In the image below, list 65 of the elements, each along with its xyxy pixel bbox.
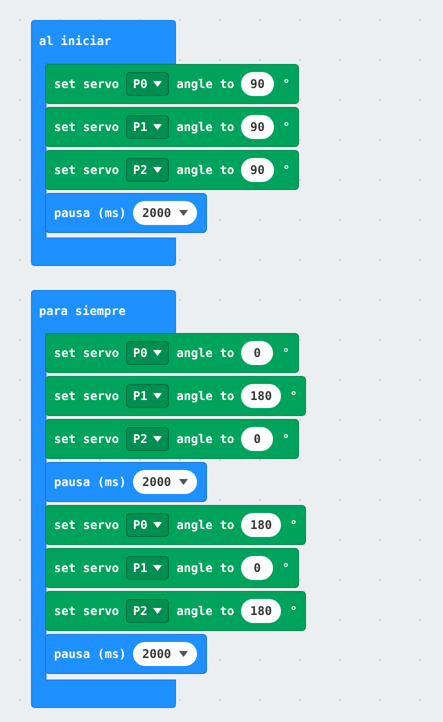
block-label: pausa (ms) <box>54 647 126 661</box>
pin-dropdown: P0 <box>126 341 170 365</box>
block-label: angle to <box>176 346 234 360</box>
block-heading: al iniciar <box>39 34 112 48</box>
number-field: 180 <box>241 599 281 623</box>
block-label: angle to <box>176 120 234 134</box>
block-label: set servo <box>54 163 120 177</box>
number-field: 90 <box>241 72 274 96</box>
block-label: angle to <box>176 561 234 575</box>
number-field: 90 <box>241 158 274 182</box>
degree-sign: ° <box>282 77 290 91</box>
servo-block <box>45 107 299 147</box>
degree-sign: ° <box>282 561 290 575</box>
degree-sign: ° <box>282 120 290 134</box>
servo-block <box>45 376 306 416</box>
degree-sign: ° <box>282 346 290 360</box>
block-label: set servo <box>54 346 120 360</box>
number-field: 0 <box>241 341 274 365</box>
pin-dropdown: P1 <box>126 115 170 139</box>
number-field: 90 <box>241 115 274 139</box>
number-field: 180 <box>241 384 281 408</box>
block-label: set servo <box>54 77 120 91</box>
servo-block <box>45 150 299 190</box>
number-field: 0 <box>241 427 274 451</box>
number-field: 180 <box>241 513 281 537</box>
servo-block <box>45 505 306 545</box>
servo-block <box>45 591 306 631</box>
duration-dropdown: 2000 <box>133 642 198 666</box>
pin-dropdown: P1 <box>126 556 170 580</box>
degree-sign: ° <box>282 163 290 177</box>
number-field: 0 <box>241 556 274 580</box>
pin-dropdown: P2 <box>126 158 170 182</box>
servo-block <box>45 419 299 459</box>
pin-dropdown: P2 <box>126 599 170 623</box>
block-label: set servo <box>54 604 120 618</box>
block-label: angle to <box>176 432 234 446</box>
duration-dropdown: 2000 <box>133 470 198 494</box>
block-label: angle to <box>176 163 234 177</box>
pin-dropdown: P2 <box>126 427 170 451</box>
degree-sign: ° <box>290 389 298 403</box>
pause-block <box>45 462 208 502</box>
block-heading: para siempre <box>39 304 126 318</box>
block-label: set servo <box>54 432 120 446</box>
block-label: set servo <box>54 561 120 575</box>
block-label: angle to <box>176 604 234 618</box>
pin-dropdown: P0 <box>126 72 170 96</box>
servo-block <box>45 64 299 104</box>
pin-dropdown: P0 <box>126 513 170 537</box>
servo-block <box>45 333 299 373</box>
block-label: angle to <box>176 389 234 403</box>
block-label: pausa (ms) <box>54 475 126 489</box>
degree-sign: ° <box>290 518 298 532</box>
servo-block <box>45 548 299 588</box>
block-label: set servo <box>54 120 120 134</box>
block-label: pausa (ms) <box>54 206 126 220</box>
duration-dropdown: 2000 <box>133 201 198 225</box>
block-label: set servo <box>54 518 120 532</box>
degree-sign: ° <box>282 432 290 446</box>
pause-block <box>45 193 208 233</box>
block-label: angle to <box>176 77 234 91</box>
pin-dropdown: P1 <box>126 384 170 408</box>
degree-sign: ° <box>290 604 298 618</box>
block-label: set servo <box>54 389 120 403</box>
block-label: angle to <box>176 518 234 532</box>
pause-block <box>45 634 208 674</box>
